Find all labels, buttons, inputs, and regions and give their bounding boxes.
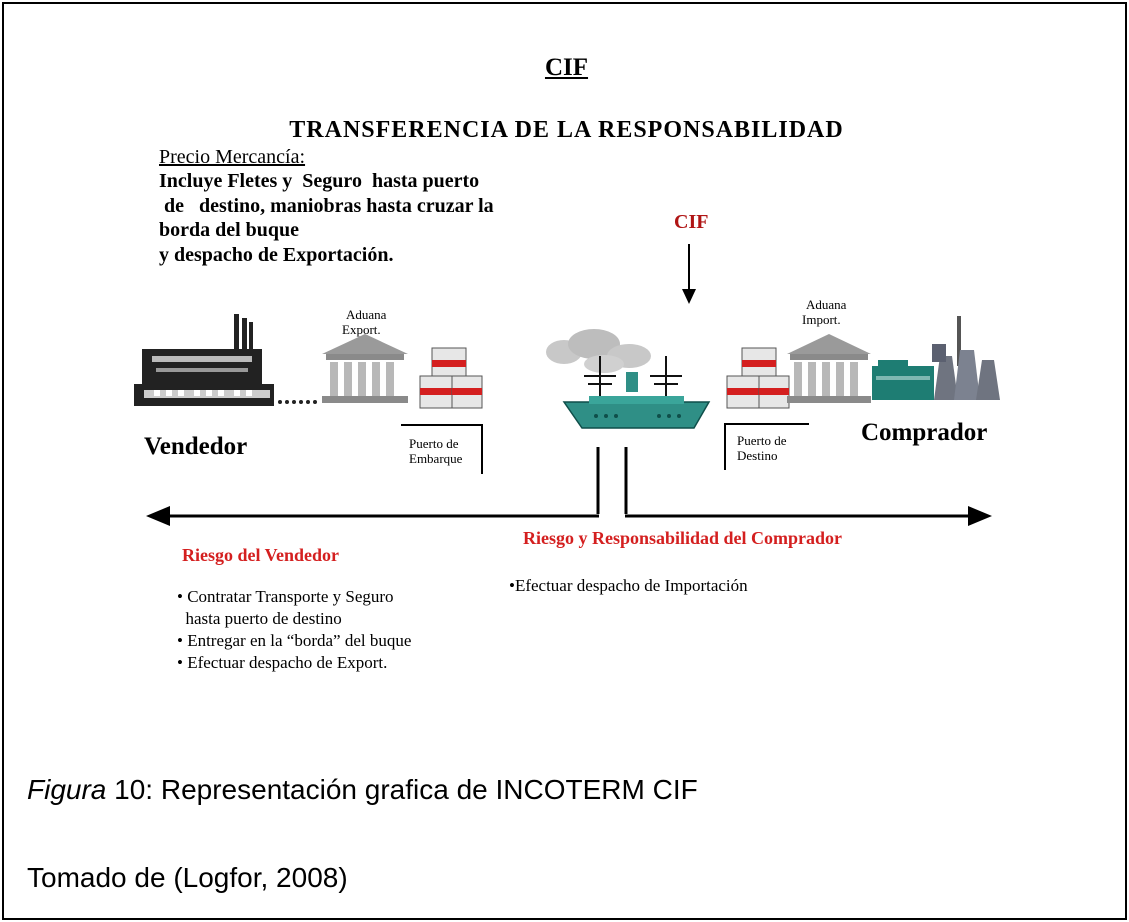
price-line: de destino, maniobras hasta cruzar la	[159, 194, 494, 217]
cif-arrow-icon	[682, 244, 696, 304]
buyer-risk-list: •Efectuar despacho de Importación	[509, 575, 748, 597]
caption-text: 10: Representación grafica de INCOTERM C…	[106, 774, 698, 805]
port-origin-line: Puerto de	[409, 436, 459, 451]
seller-risk-list: • Contratar Transporte y Seguro hasta pu…	[177, 586, 411, 674]
seller-risk-item: • Contratar Transporte y Seguro	[177, 587, 394, 606]
customs-import-line: Aduana	[806, 297, 847, 312]
buyer-risk-arrow	[625, 506, 992, 526]
seller-risk-arrow	[146, 506, 599, 526]
buyer-risk-title: Riesgo y Responsabilidad del Comprador	[523, 528, 843, 548]
cif-transfer-label: CIF	[674, 211, 709, 233]
seller-risk-item: hasta puerto de destino	[177, 609, 342, 628]
customs-export-label: Aduana Export.	[342, 307, 386, 337]
seller-risk-item: • Efectuar despacho de Export.	[177, 653, 388, 672]
port-destination-label: Puerto de Destino	[737, 433, 786, 463]
customs-import-line: Import.	[802, 312, 841, 327]
cargo-boxes-export-icon	[419, 347, 483, 409]
customs-export-line: Aduana	[346, 307, 387, 322]
price-label: Precio Mercancía:	[159, 146, 306, 168]
industrial-plant-icon	[872, 316, 1000, 400]
diagram-graphics	[134, 244, 1000, 526]
port-origin-bracket	[401, 424, 483, 474]
seller-risk-item: • Entregar en la “borda” del buque	[177, 631, 412, 650]
port-destination-line: Destino	[737, 448, 778, 463]
price-line: Incluye Fletes y Seguro hasta puerto	[159, 170, 480, 192]
port-destination-line: Puerto de	[737, 433, 787, 448]
factory-icon	[134, 314, 317, 406]
seller-label: Vendedor	[144, 433, 248, 460]
seller-risk-title: Riesgo del Vendedor	[182, 545, 340, 565]
buyer-label: Comprador	[861, 419, 988, 446]
customs-export-line: Export.	[342, 322, 381, 337]
customs-export-icon	[322, 334, 408, 403]
customs-import-icon	[787, 334, 871, 403]
caption-figure-word: Figura	[27, 774, 107, 805]
port-origin-line: Embarque	[409, 451, 463, 466]
customs-import-label: Aduana Import.	[802, 297, 846, 327]
cargo-boxes-import-icon	[726, 347, 790, 409]
buyer-risk-item: •Efectuar despacho de Importación	[509, 576, 748, 595]
price-line: y despacho de Exportación.	[159, 243, 394, 266]
figure-caption: Figura 10: Representación grafica de INC…	[27, 774, 698, 806]
ship-icon	[546, 329, 711, 429]
port-origin-label: Puerto de Embarque	[409, 436, 462, 466]
price-line: borda del buque	[159, 219, 300, 241]
port-destination-bracket	[724, 423, 809, 470]
diagram-title: CIF	[544, 54, 589, 81]
figure-source: Tomado de (Logfor, 2008)	[27, 862, 348, 893]
diagram-subtitle: TRANSFERENCIA DE LA RESPONSABILIDAD	[289, 117, 844, 143]
price-description: Incluye Fletes y Seguro hasta puerto de …	[159, 169, 519, 267]
